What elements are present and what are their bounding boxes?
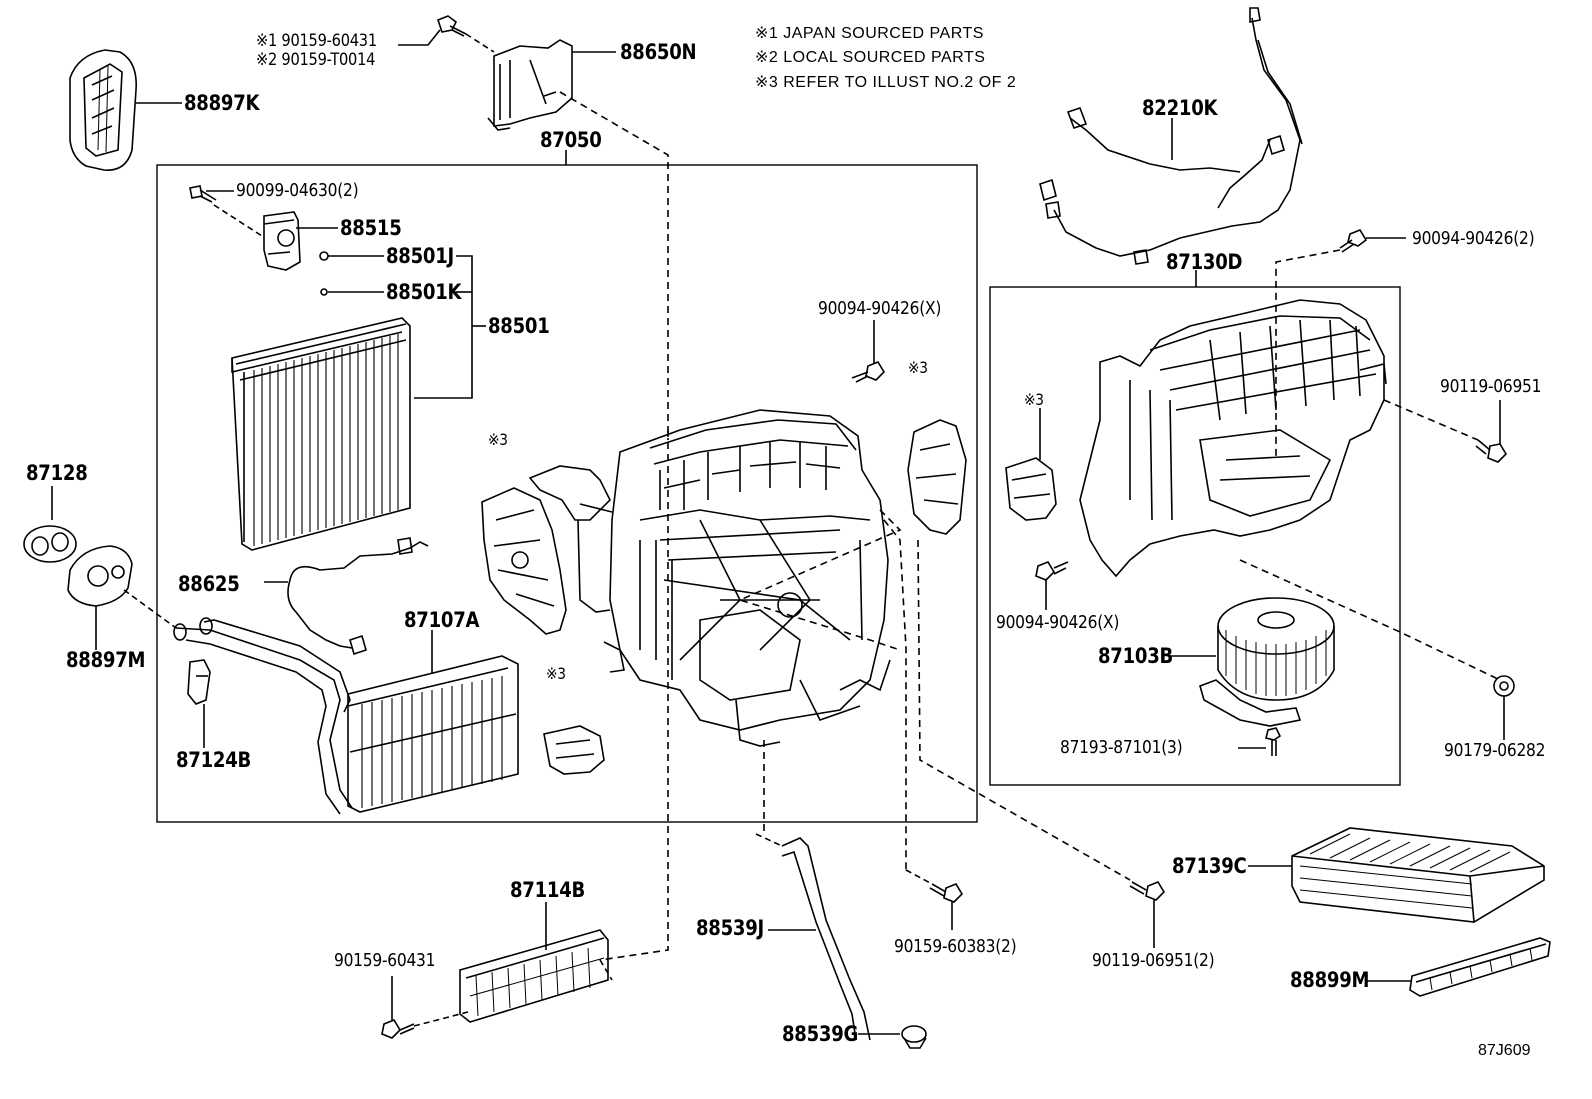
filter-87139C-drawing xyxy=(1291,827,1545,923)
unit-frame-87130D xyxy=(989,286,1401,786)
drain-hose-88539J-drawing xyxy=(755,833,871,1041)
part-label[interactable]: 87124B xyxy=(176,748,252,772)
note-refer-illust: ※3 REFER TO ILLUST NO.2 OF 2 xyxy=(755,74,1017,91)
part-label[interactable]: 87193-87101(3) xyxy=(1060,737,1183,758)
grommet-87128-drawing xyxy=(23,525,77,563)
part-label[interactable]: 90099-04630(2) xyxy=(236,180,359,201)
part-label[interactable]: 90094-90426(X) xyxy=(996,612,1120,633)
panel-87114B-drawing xyxy=(459,929,609,1023)
part-label[interactable]: ※1 90159-60431 xyxy=(256,31,377,51)
blower-case-drawing xyxy=(1079,299,1387,578)
part-label[interactable]: 90119-06951(2) xyxy=(1092,950,1215,971)
heater-core-87107A-drawing xyxy=(347,655,519,813)
cover-88897K-drawing xyxy=(69,49,137,171)
evaporator-88501-drawing xyxy=(231,317,411,551)
bolt-90094-2-drawing xyxy=(1339,229,1368,253)
clamp-87124B-drawing xyxy=(187,659,211,705)
part-label[interactable]: 87103B xyxy=(1098,644,1174,668)
bracket-88650N-drawing xyxy=(487,39,573,131)
actuator-bottom-drawing xyxy=(543,725,605,775)
cover-88897M-drawing xyxy=(67,545,133,607)
part-label[interactable]: 87107A xyxy=(404,608,480,632)
note-japan-sourced: ※1 JAPAN SOURCED PARTS xyxy=(755,25,984,42)
bolt-90119-drawing xyxy=(1475,439,1508,463)
bolt-90119-06951-2-drawing xyxy=(1129,881,1166,901)
part-label[interactable]: 90094-90426(X) xyxy=(818,298,942,319)
part-label[interactable]: 87114B xyxy=(510,878,586,902)
part-label[interactable]: 82210K xyxy=(1142,96,1218,120)
part-label[interactable]: 88515 xyxy=(340,216,402,240)
part-label[interactable]: 88501J xyxy=(386,244,455,268)
valve-88515-drawing xyxy=(263,211,301,271)
part-label[interactable]: 90094-90426(2) xyxy=(1412,228,1535,249)
bolt-90094-x-b-drawing xyxy=(1035,561,1069,581)
part-label[interactable]: 90159-60431 xyxy=(334,950,436,971)
part-label[interactable]: 88899M xyxy=(1290,968,1370,992)
part-label[interactable]: 87128 xyxy=(26,461,88,485)
part-label[interactable]: 87130D xyxy=(1166,250,1243,274)
part-label[interactable]: ※3 xyxy=(546,664,566,683)
part-label[interactable]: ※3 xyxy=(488,430,508,449)
part-label[interactable]: 88897M xyxy=(66,648,146,672)
part-label[interactable]: 88501 xyxy=(488,314,550,338)
part-label[interactable]: 88501K xyxy=(386,280,462,304)
part-label[interactable]: 88539G xyxy=(782,1022,859,1046)
actuator-left-drawing xyxy=(481,487,567,635)
part-label[interactable]: 90179-06282 xyxy=(1444,740,1546,761)
bolt-90159-60383-drawing xyxy=(929,883,964,903)
actuator-blower-drawing xyxy=(1005,457,1057,521)
part-label[interactable]: 88650N xyxy=(620,40,697,64)
actuator-right-drawing xyxy=(907,419,967,535)
filter-88899M-drawing xyxy=(1409,937,1551,997)
part-label[interactable]: 88897K xyxy=(184,91,260,115)
harness-82210K-drawing xyxy=(1039,7,1303,265)
part-label[interactable]: ※3 xyxy=(908,358,928,377)
bolt-top-drawing xyxy=(437,15,467,37)
heater-pipes-drawing xyxy=(173,617,353,815)
part-label[interactable]: 87139C xyxy=(1172,854,1247,878)
bolt-90099-drawing xyxy=(189,185,217,203)
part-label[interactable]: 88625 xyxy=(178,572,240,596)
part-label[interactable]: ※3 xyxy=(1024,390,1044,409)
part-label[interactable]: ※2 90159-T0014 xyxy=(256,50,376,70)
nut-90179-drawing xyxy=(1493,675,1515,697)
hvac-case-drawing xyxy=(528,409,891,747)
bolt-90094-x-drawing xyxy=(851,361,886,383)
part-label[interactable]: 90119-06951 xyxy=(1440,376,1542,397)
part-label[interactable]: 88539J xyxy=(696,916,765,940)
part-label[interactable]: 90159-60383(2) xyxy=(894,936,1017,957)
sensor-88625-drawing xyxy=(287,537,429,656)
part-label[interactable]: 87050 xyxy=(540,128,602,152)
clip-88539G-drawing xyxy=(901,1025,927,1049)
bolt-90159-bottom-drawing xyxy=(381,1019,415,1039)
blower-motor-87103B-drawing xyxy=(1199,597,1335,727)
unit-frame-87050 xyxy=(156,164,978,823)
screw-87193-drawing xyxy=(1265,727,1282,756)
diagram-code: 87J609 xyxy=(1478,1042,1531,1059)
note-local-sourced: ※2 LOCAL SOURCED PARTS xyxy=(755,49,986,66)
